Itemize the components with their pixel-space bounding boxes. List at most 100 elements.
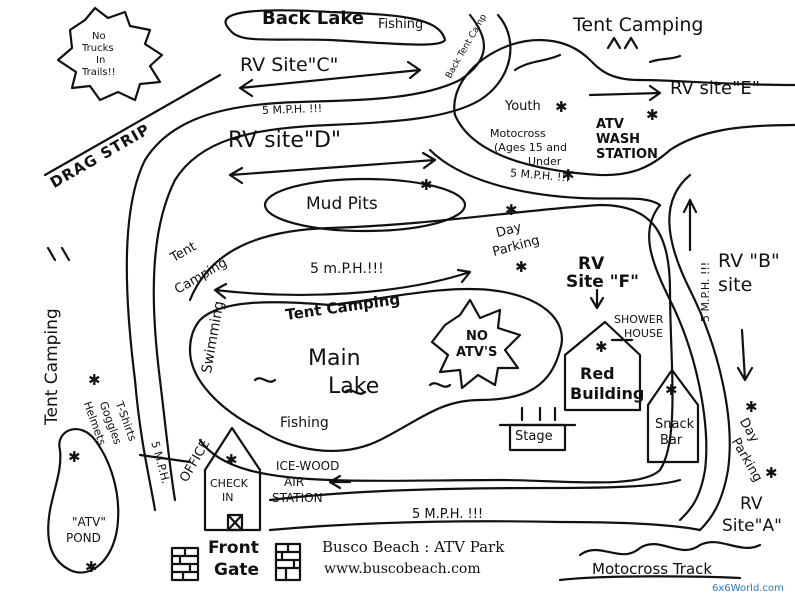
mph-vertical-label: 5 M.P.H. !!! <box>699 261 712 322</box>
svg-text:✱: ✱ <box>562 166 575 184</box>
snack-bar-line-2: Bar <box>660 433 683 448</box>
main-lake-outline <box>188 287 563 452</box>
no-trucks-line-2: Trucks <box>82 43 114 54</box>
stage-label: Stage <box>515 429 553 444</box>
svg-text:✱: ✱ <box>665 381 678 399</box>
atv-pond-line-1: "ATV" <box>72 515 106 529</box>
back-lake-outline <box>224 9 447 46</box>
rv-site-c-label: RV Site"C" <box>240 54 339 76</box>
atv-pond-line-2: POND <box>66 531 101 545</box>
svg-text:✱: ✱ <box>515 258 528 276</box>
rv-site-f-line-2: Site "F" <box>566 272 639 292</box>
atv-wash-line-2: WASH <box>596 132 641 147</box>
youth-label: Youth <box>505 99 541 114</box>
watermark-label: 6x6World.com <box>712 583 784 594</box>
tent-camping-top-label: Tent Camping <box>573 14 704 36</box>
svg-text:✱: ✱ <box>765 464 778 482</box>
ice-wood-line-3: STATION <box>272 491 323 505</box>
motocross-youth-line-1: Motocross <box>490 127 546 140</box>
arrow-helmets <box>138 453 192 464</box>
front-gate-line-2: Gate <box>214 560 260 580</box>
road-bottom-lower <box>268 520 702 532</box>
arrow-rv-f <box>589 288 605 310</box>
road-bottom-upper <box>268 478 682 502</box>
snack-bar-line-1: Snack <box>655 417 695 432</box>
front-gate-line-1: Front <box>208 538 259 558</box>
main-lake-line-2: Lake <box>328 374 380 399</box>
atv-pond-outline <box>47 428 120 574</box>
svg-text:✱: ✱ <box>555 98 568 116</box>
no-trucks-burst <box>56 6 164 102</box>
svg-text:✱: ✱ <box>646 106 659 124</box>
svg-text:✱: ✱ <box>88 371 101 389</box>
svg-text:✱: ✱ <box>420 176 433 194</box>
svg-text:✱: ✱ <box>745 398 758 416</box>
rv-site-e-label: RV site"E" <box>670 78 760 99</box>
road-top-inner <box>152 13 512 502</box>
arrow-rv-c <box>238 60 422 98</box>
no-trucks-line-1: No <box>92 31 106 42</box>
fishing-lake-label: Fishing <box>280 415 329 431</box>
road-top-outer <box>125 13 485 512</box>
tent-camping-far-left-label: Tent Camping <box>42 308 62 425</box>
motocross-youth-line-3: Under <box>528 155 562 168</box>
svg-text:✱: ✱ <box>85 558 98 576</box>
red-building-shape <box>563 320 642 412</box>
main-lake-line-1: Main <box>308 346 361 371</box>
youth-area-top <box>453 38 795 117</box>
arrow-icewood <box>328 474 352 490</box>
no-atvs-burst <box>430 298 522 390</box>
mph-bottom-label: 5 M.P.H. !!! <box>412 507 484 522</box>
road-mid-lower <box>428 148 662 207</box>
check-in-line-1: CHECK <box>210 477 248 490</box>
check-in-line-2: IN <box>222 491 234 504</box>
shower-house-line-1: SHOWER <box>614 313 664 326</box>
svg-text:✱: ✱ <box>68 448 81 466</box>
arrow-rv-e <box>588 84 662 102</box>
arrow-rv-d <box>228 151 437 185</box>
ice-wood-line-2: AIR <box>284 475 305 489</box>
motocross-track-line <box>578 541 762 557</box>
red-building-line-1: Red <box>580 364 615 383</box>
svg-text:✱: ✱ <box>595 338 608 356</box>
mph-center-label: 5 m.P.H.!!! <box>310 261 384 277</box>
no-atvs-line-1: NO <box>466 329 488 344</box>
no-atvs-line-2: ATV'S <box>456 345 498 360</box>
no-trucks-line-3: In <box>96 55 106 66</box>
arrow-drag-strip <box>43 73 222 177</box>
no-trucks-line-4: Trails!! <box>82 67 116 78</box>
fishing-top-label: Fishing <box>378 17 424 32</box>
road-right-outer <box>648 203 708 522</box>
atv-wash-line-1: ATV <box>596 117 624 132</box>
motocross-track-label: Motocross Track <box>592 560 713 578</box>
svg-text:✱: ✱ <box>505 201 518 219</box>
rv-site-f-line-1: RV <box>578 254 605 274</box>
road-mid-upper <box>453 113 795 177</box>
check-in-shape <box>203 426 262 532</box>
park-name-label: Busco Beach : ATV Park <box>322 538 505 556</box>
shower-house-line-2: HOUSE <box>624 327 663 340</box>
rv-site-a-line-1: RV <box>740 494 763 514</box>
red-building-line-2: Building <box>570 384 645 403</box>
road-right-inner <box>668 173 731 532</box>
rv-site-b-line-2: site <box>718 274 753 296</box>
mud-pits-label: Mud Pits <box>306 194 378 214</box>
snack-bar-shape <box>646 368 700 464</box>
arrow-rv-b <box>682 198 754 382</box>
mph-top-label: 5 M.P.H. !!! <box>261 101 323 118</box>
mud-pits-outline <box>263 177 467 233</box>
website-label: www.buscobeach.com <box>324 561 481 577</box>
ice-wood-line-1: ICE-WOOD <box>276 459 340 473</box>
rv-site-b-line-1: RV "B" <box>718 250 780 272</box>
back-lake-label: Back Lake <box>262 8 365 29</box>
arrow-tent-lake <box>213 268 472 300</box>
rv-site-d-label: RV site"D" <box>228 128 342 153</box>
arrow-tent-far-left <box>46 246 71 262</box>
svg-text:✱: ✱ <box>225 451 238 469</box>
inner-loop <box>188 203 674 484</box>
motocross-youth-line-2: (Ages 15 and <box>494 141 567 154</box>
rv-site-a-line-2: Site"A" <box>722 516 782 536</box>
atv-wash-line-3: STATION <box>596 147 658 162</box>
